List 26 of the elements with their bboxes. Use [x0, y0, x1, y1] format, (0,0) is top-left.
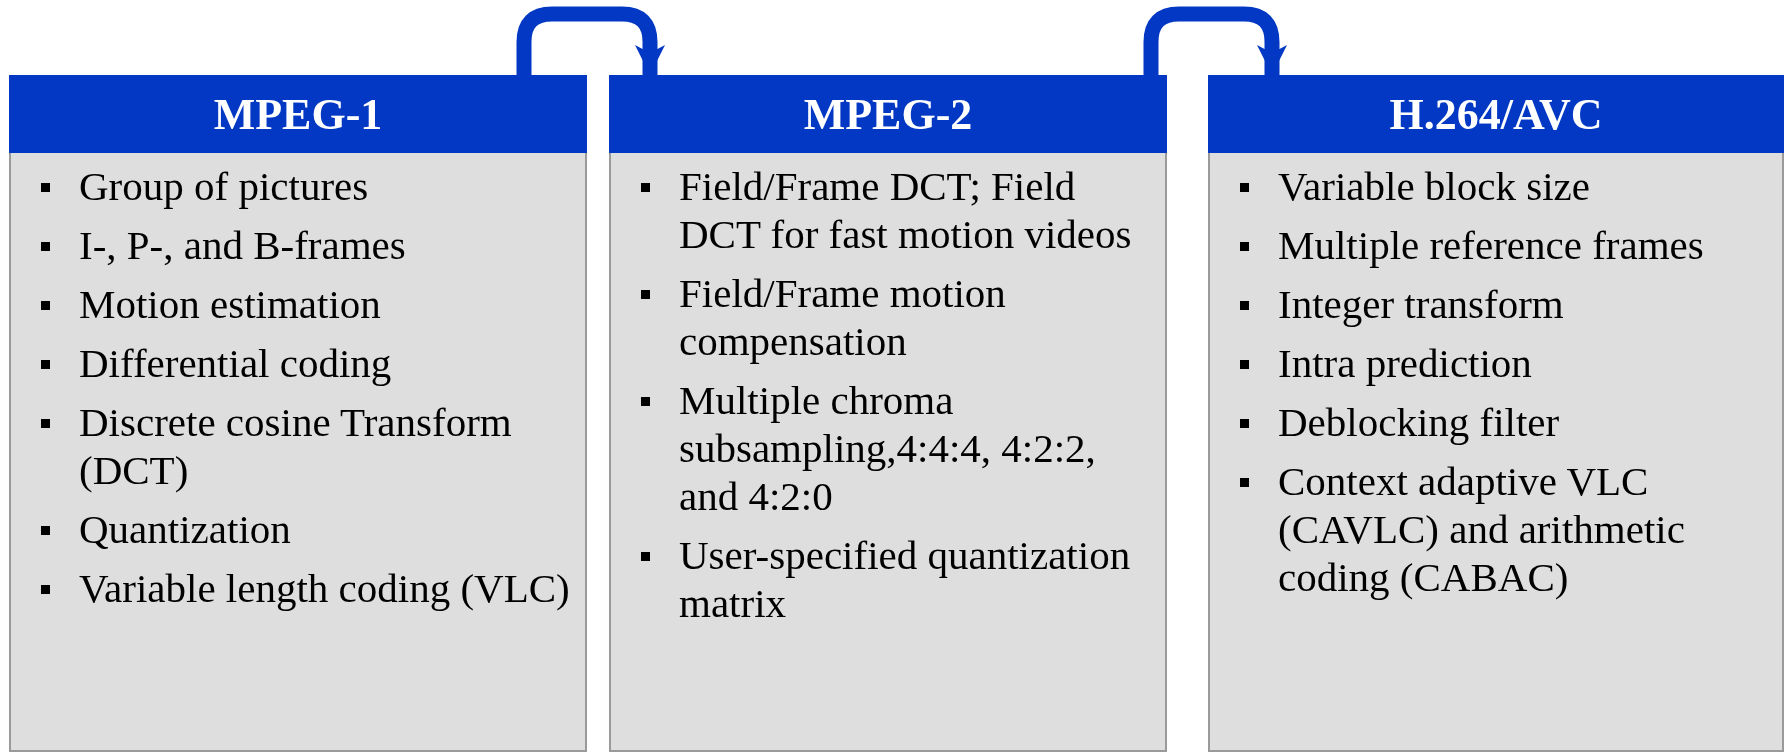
list-item-text: Intra prediction — [1278, 339, 1532, 386]
header-bar — [609, 75, 1167, 153]
list-item-text: Context adaptive VLC (CAVLC) and arithmetic coding (CABAC) — [1278, 457, 1685, 600]
list-item-text: Deblocking filter — [1278, 398, 1560, 445]
list-item-text: Group of pictures — [79, 163, 369, 209]
list-item-text: Variable length coding (VLC) — [79, 564, 570, 611]
list-item-text: Multiple reference frames — [1278, 221, 1704, 268]
list-item-text: Motion estimation — [79, 280, 381, 327]
content-panel — [1208, 153, 1784, 752]
list-item-text: Quantization — [79, 505, 291, 552]
header-title: MPEG-2 — [803, 88, 973, 140]
list-item-text: I-, P-, and B-frames — [79, 221, 406, 268]
list-item-text: Variable block size — [1278, 163, 1590, 209]
content-panel — [9, 153, 587, 752]
list-item-text: Multiple chroma subsampling,4:4:4, 4:2:2, and 4:2:0 — [679, 376, 1096, 519]
list-item-text: Differential coding — [79, 339, 392, 386]
header-bar — [9, 75, 587, 153]
list-item-text: User-specified quantization matrix — [679, 531, 1131, 626]
list-item-text: Field/Frame DCT; Field DCT for fast motion videos — [679, 163, 1132, 257]
header-title: MPEG-1 — [213, 88, 383, 140]
header-title: H.264/AVC — [1389, 88, 1603, 140]
list-item-text: Discrete cosine Transform (DCT) — [79, 398, 512, 493]
header-bar — [1208, 75, 1784, 153]
list-item-text: Integer transform — [1278, 280, 1564, 327]
list-item-text: Field/Frame motion compensation — [679, 269, 1006, 364]
content-panel — [609, 153, 1167, 752]
